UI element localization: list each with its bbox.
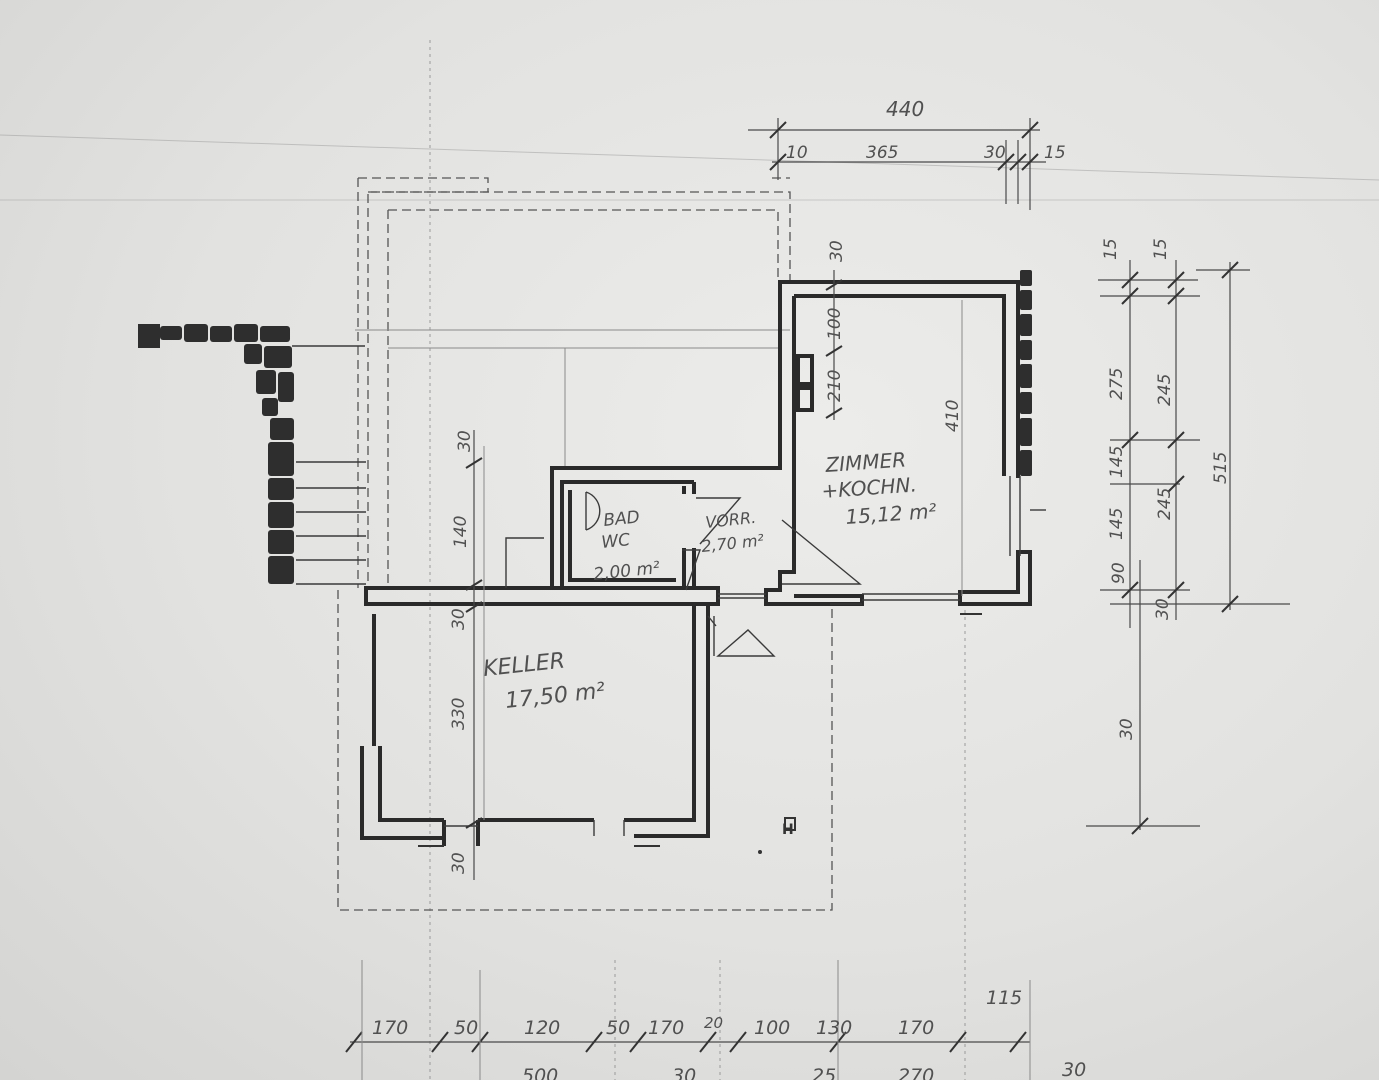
- bad-sub: WC: [600, 530, 631, 553]
- dim-top-right: 30: [984, 143, 1006, 163]
- dim-bottom-8: 130: [816, 1017, 852, 1039]
- dim-right-b: 15: [1151, 238, 1171, 260]
- dim-left-30: 30: [455, 430, 475, 452]
- dim-right-j: 30: [1153, 598, 1173, 620]
- dim-bottom-9: 170: [898, 1017, 934, 1039]
- vorr-area: 2,70 m²: [700, 530, 765, 556]
- dim-bottom-e4: 270: [898, 1065, 934, 1080]
- dim-top-edge: 15: [1044, 143, 1066, 163]
- doors-windows: [418, 300, 982, 854]
- dim-bottom-e2: 30: [672, 1065, 696, 1080]
- bottom-dimension-chain: [345, 960, 1031, 1080]
- bottom-dimension-labels: 170 50 120 50 170 20 100 130 170 115 500…: [372, 987, 1086, 1080]
- zimmer-name: ZIMMER: [824, 447, 907, 477]
- dim-zimmer-h: 410: [943, 400, 963, 432]
- dim-bottom-5: 170: [648, 1017, 684, 1039]
- chimney-blocks: [796, 354, 814, 412]
- zimmer-area: 15,12 m²: [845, 499, 938, 529]
- right-dimension-labels: 15 15 275 245 515 145 145 245 90 30 30: [1101, 238, 1231, 740]
- top-dimension-labels: 440 10 365 30 15: [786, 97, 1066, 163]
- keller-area: 17,50 m²: [504, 679, 606, 714]
- room-labels: ZIMMER +KOCHN. 15,12 m² BAD WC 2,00 m² V…: [482, 447, 937, 714]
- top-dimension-chain: [748, 118, 1046, 210]
- dim-right-a: 15: [1101, 238, 1121, 260]
- dim-keller-bottom: 30: [449, 852, 469, 874]
- dim-top-left: 10: [786, 143, 808, 163]
- keller-name: KELLER: [482, 649, 566, 682]
- dim-top-total: 440: [886, 97, 924, 121]
- dim-right-g: 145: [1107, 508, 1127, 540]
- dim-right-f: 145: [1107, 446, 1127, 478]
- zimmer-stone-cladding: [1009, 270, 1046, 556]
- zimmer-sub: +KOCHN.: [821, 472, 918, 503]
- dim-bottom-1: 170: [372, 1017, 408, 1039]
- dim-bottom-10: 115: [986, 987, 1022, 1009]
- stone-wall: [138, 324, 366, 585]
- dim-right-e: 515: [1211, 452, 1231, 484]
- dim-bottom-e3: 25: [812, 1065, 836, 1080]
- walls: [360, 280, 1032, 846]
- dim-bottom-3: 120: [524, 1017, 560, 1039]
- construction-lines: [0, 40, 1379, 1080]
- dashed-outlines: [337, 177, 855, 911]
- interior-dimension-lines: [465, 270, 843, 880]
- dim-bottom-2: 50: [454, 1017, 478, 1039]
- dim-zimmer-w: 100: [825, 308, 845, 340]
- dim-left-140: 140: [451, 516, 471, 548]
- dim-bottom-6: 20: [704, 1014, 723, 1032]
- dim-bottom-4: 50: [606, 1017, 630, 1039]
- vorr-name: VORR.: [704, 508, 757, 532]
- dim-bottom-e1: 500: [522, 1065, 558, 1080]
- dim-bottom-7: 100: [754, 1017, 790, 1039]
- dim-keller-30: 30: [449, 608, 469, 630]
- dim-zimmer-win: 210: [825, 370, 845, 402]
- dim-bottom-e5: 30: [1062, 1059, 1086, 1080]
- dim-right-k: 30: [1117, 718, 1137, 740]
- interior-dimension-labels: 30 100 210 410 30 140 30 330 30: [449, 240, 963, 874]
- dim-right-d: 245: [1155, 374, 1175, 406]
- dim-top-mid: 365: [866, 143, 898, 163]
- mark-h: H: [782, 822, 794, 838]
- dim-keller-h: 330: [449, 698, 469, 730]
- dim-right-i: 90: [1109, 562, 1129, 584]
- bad-name: BAD: [602, 507, 640, 531]
- dim-right-h: 245: [1155, 488, 1175, 520]
- dim-zimmer-wall: 30: [827, 240, 847, 262]
- right-dimension-chain: [1086, 260, 1290, 835]
- dim-right-c: 275: [1107, 368, 1127, 400]
